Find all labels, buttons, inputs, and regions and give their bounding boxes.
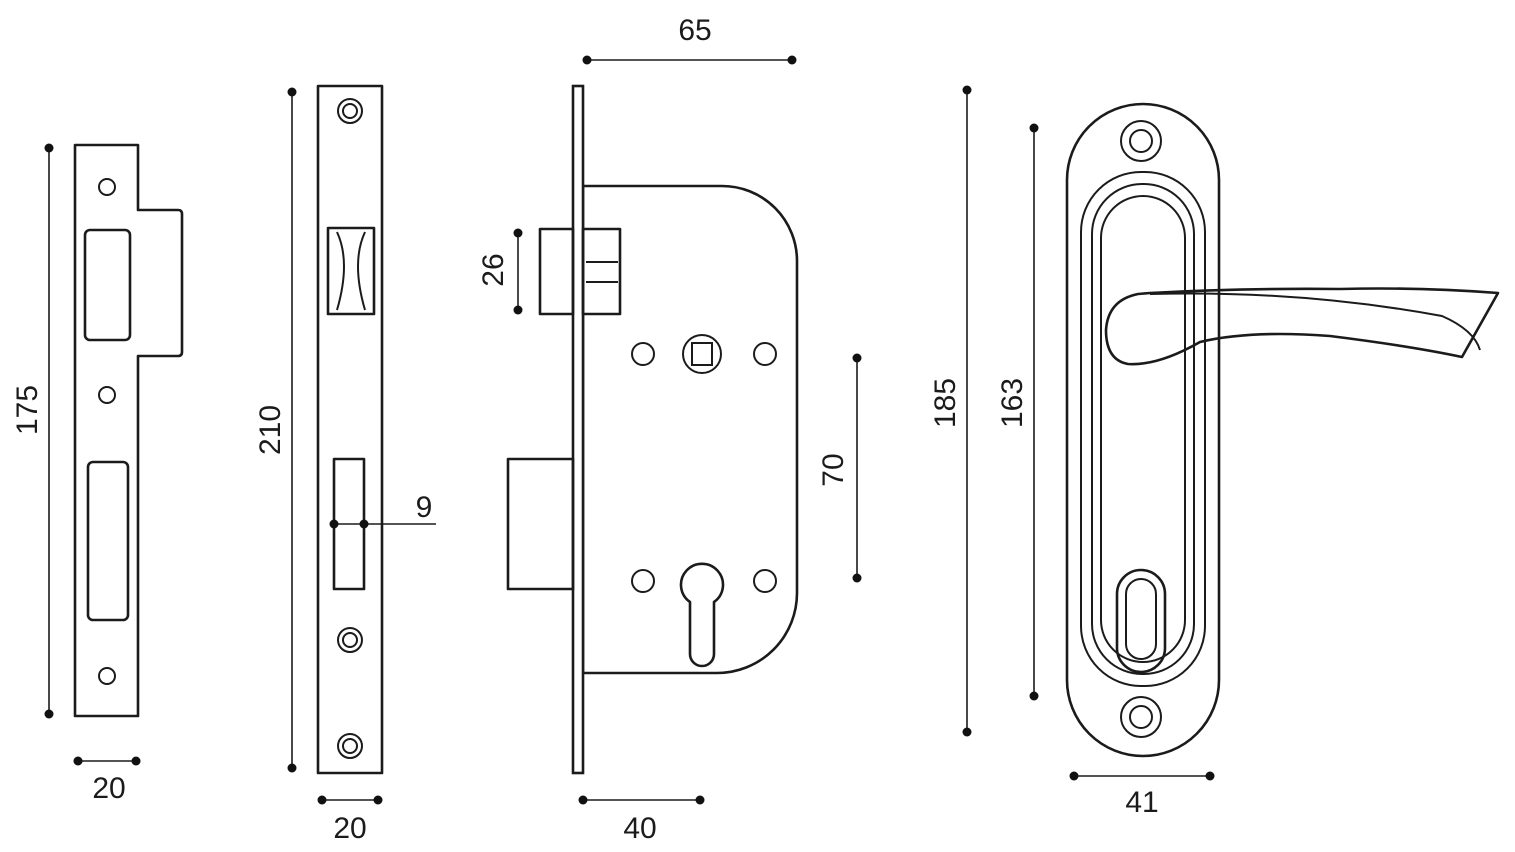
latch-slot-label: 9 xyxy=(416,491,433,524)
handle-hole-spacing-dimension: 163 xyxy=(996,123,1039,701)
strike-width-label: 20 xyxy=(92,772,125,805)
faceplate-width-dimension: 20 xyxy=(317,795,383,845)
faceplate-height-label: 210 xyxy=(254,405,287,455)
handle-plate xyxy=(1065,102,1221,758)
strike-height-label: 175 xyxy=(11,385,44,435)
deadbolt-height-dimension: 26 xyxy=(477,228,523,315)
handle-plate-width-label: 41 xyxy=(1125,786,1158,819)
strike-width-dimension: 20 xyxy=(73,756,141,805)
lever-handle xyxy=(1104,287,1500,366)
lock-depth-label: 65 xyxy=(678,14,711,47)
handle-hole-spacing-label: 163 xyxy=(996,378,1029,428)
strike-plate xyxy=(73,143,184,718)
center-distance-dimension: 70 xyxy=(817,353,862,583)
faceplate-width-label: 20 xyxy=(333,812,366,845)
deadbolt-height-label: 26 xyxy=(477,253,510,286)
backset-dimension: 40 xyxy=(578,795,705,845)
handle-plate-height-label: 185 xyxy=(929,378,962,428)
latch-slot-dimension: 9 xyxy=(329,491,436,529)
mortise-lock-body xyxy=(506,84,799,775)
faceplate-height-dimension: 210 xyxy=(254,87,297,773)
handle-plate-height-dimension: 185 xyxy=(929,85,972,737)
faceplate xyxy=(316,84,384,775)
strike-height-dimension: 175 xyxy=(11,143,54,719)
backset-label: 40 xyxy=(623,812,656,845)
lock-depth-dimension: 65 xyxy=(582,14,797,65)
center-distance-label: 70 xyxy=(817,453,850,486)
handle-plate-width-dimension: 41 xyxy=(1069,771,1215,819)
